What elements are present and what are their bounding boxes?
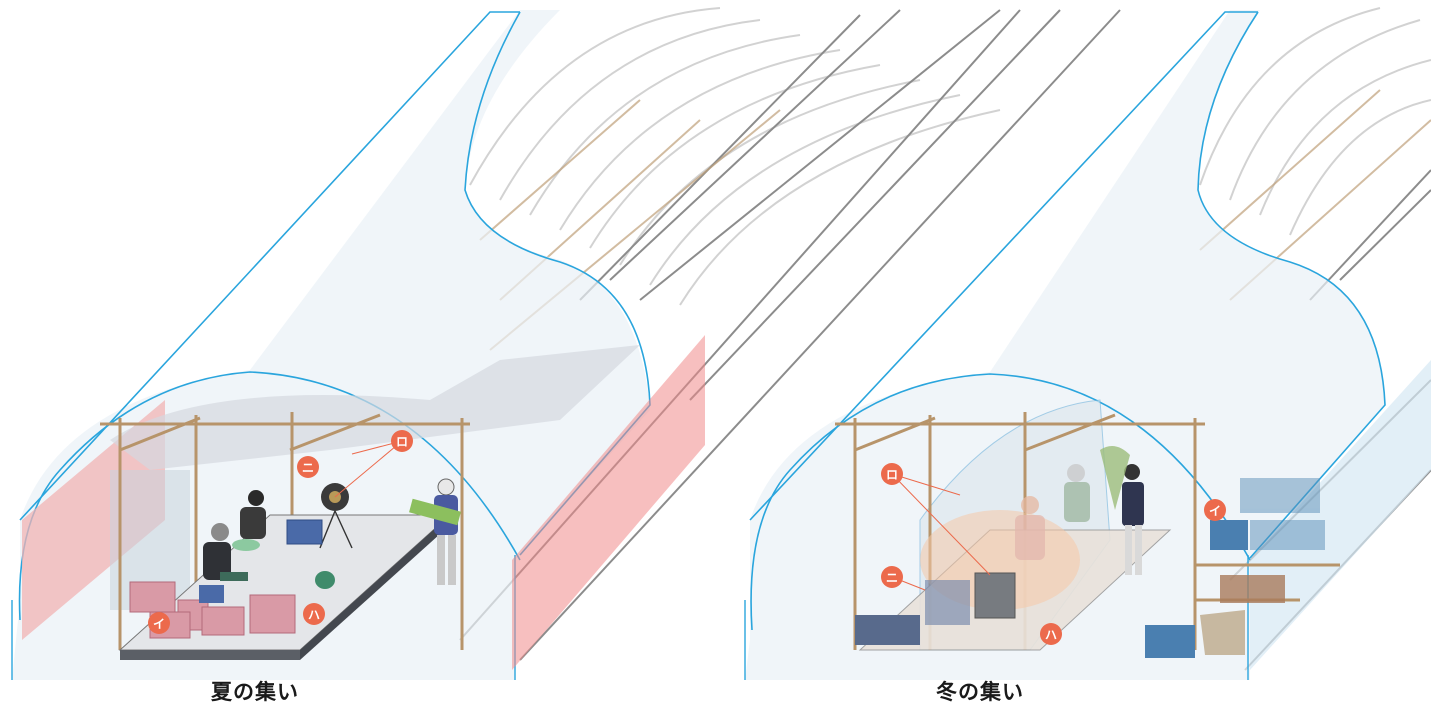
summer-people xyxy=(203,478,461,585)
marker-summer-ni-label: ニ xyxy=(302,461,314,475)
marker-summer-i-label: イ xyxy=(153,617,165,631)
marker-winter-ha xyxy=(1040,623,1062,645)
caption-winter: 冬の集い xyxy=(936,680,1024,704)
marker-winter-ni-label: ニ xyxy=(886,571,898,585)
caption-summer: 夏の集い xyxy=(211,680,299,704)
winter-people xyxy=(1015,464,1090,560)
marker-summer-ro-label: ロ xyxy=(396,435,408,449)
marker-winter-i-label: イ xyxy=(1209,504,1221,518)
marker-winter-ha-label: ハ xyxy=(1045,628,1057,642)
summer-markers: ロ ニ ハ イ xyxy=(148,430,413,634)
marker-winter-ro xyxy=(881,463,903,485)
marker-summer-ha-label: ハ xyxy=(308,608,320,622)
summer-greenhouse xyxy=(11,7,1121,680)
marker-winter-i xyxy=(1204,499,1226,521)
marker-summer-i xyxy=(148,612,170,634)
marker-winter-ni xyxy=(881,566,903,588)
marker-summer-ha xyxy=(303,603,325,625)
marker-winter-ro-label: ロ xyxy=(886,468,898,482)
winter-greenhouse xyxy=(744,7,1431,680)
marker-summer-ni xyxy=(297,456,319,478)
marker-summer-ro xyxy=(391,430,413,452)
winter-markers: ロ ニ ハ イ xyxy=(881,463,1226,645)
